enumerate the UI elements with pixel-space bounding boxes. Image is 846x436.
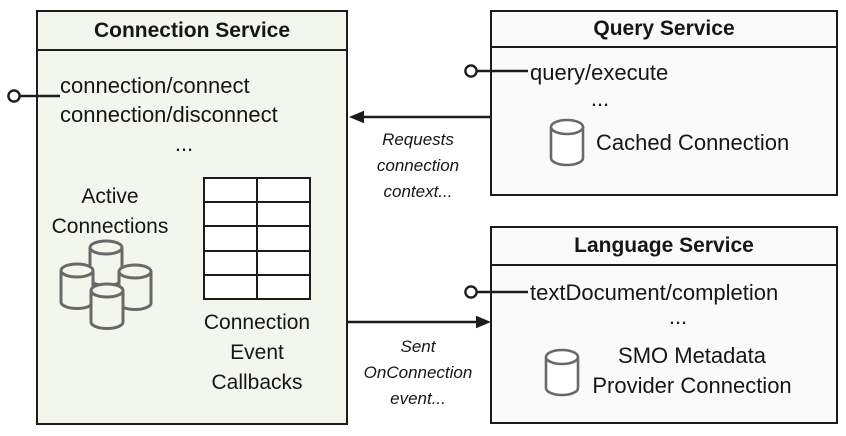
methods-ellipsis: ... — [174, 131, 194, 156]
database-cylinder-icon — [549, 118, 585, 167]
connection-service-methods: connection/connect connection/disconnect… — [60, 71, 308, 158]
database-cluster-icon — [59, 239, 153, 330]
callback-table-grid — [203, 177, 311, 300]
sent-onconnection-arrow — [348, 315, 491, 329]
language-methods-ellipsis: ... — [668, 304, 688, 329]
query-service-title: Query Service — [492, 12, 836, 48]
query-methods-ellipsis: ... — [590, 86, 610, 111]
method-connection-connect: connection/connect — [60, 73, 250, 98]
smo-metadata-provider-label: SMO Metadata Provider Connection — [592, 343, 792, 398]
active-connections-label: Active Connections — [51, 185, 169, 238]
language-service-method: textDocument/completion — [530, 278, 830, 307]
connection-service-title: Connection Service — [38, 12, 346, 51]
query-service-method: query/execute — [530, 58, 790, 87]
method-query-execute: query/execute — [530, 60, 669, 85]
sent-onconnection-event-label: Sent OnConnection event... — [363, 337, 473, 408]
cached-connection-row: Cached Connection — [548, 118, 789, 168]
query-service-box: Query Service — [490, 10, 838, 196]
method-connection-disconnect: connection/disconnect — [60, 102, 278, 127]
database-cylinder-icon — [544, 348, 580, 397]
connection-event-callbacks-label: Connection Event Callbacks — [203, 311, 311, 394]
language-service-title: Language Service — [492, 228, 836, 266]
method-textdocument-completion: textDocument/completion — [530, 280, 779, 305]
requests-connection-arrow — [349, 110, 490, 124]
requests-connection-context-label: Requests connection context... — [376, 130, 460, 201]
cached-connection-label: Cached Connection — [596, 130, 790, 155]
